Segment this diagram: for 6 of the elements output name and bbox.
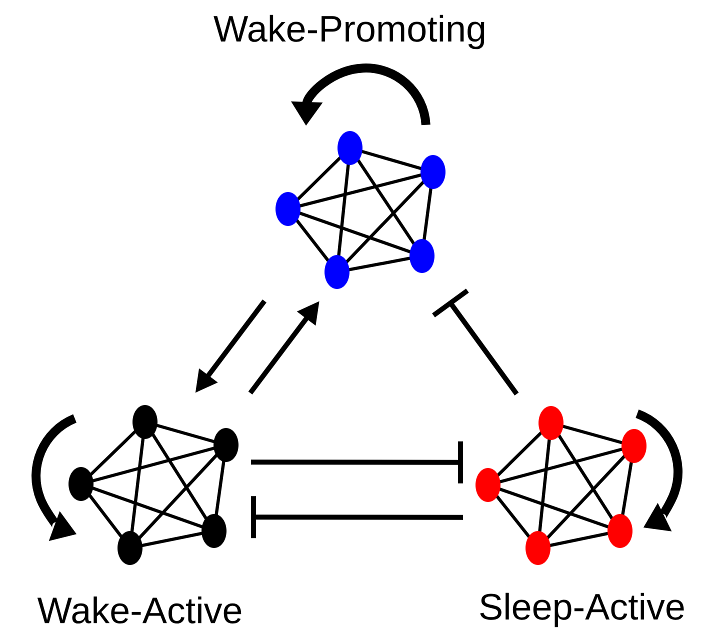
inhibition-line	[251, 441, 464, 484]
loop-arrow	[635, 410, 682, 532]
node-label: Wake-Active	[37, 596, 242, 624]
node-label: Wake-Promoting	[214, 14, 484, 50]
node-label: Sleep-Active	[480, 592, 684, 628]
inhibition-line	[250, 496, 463, 538]
